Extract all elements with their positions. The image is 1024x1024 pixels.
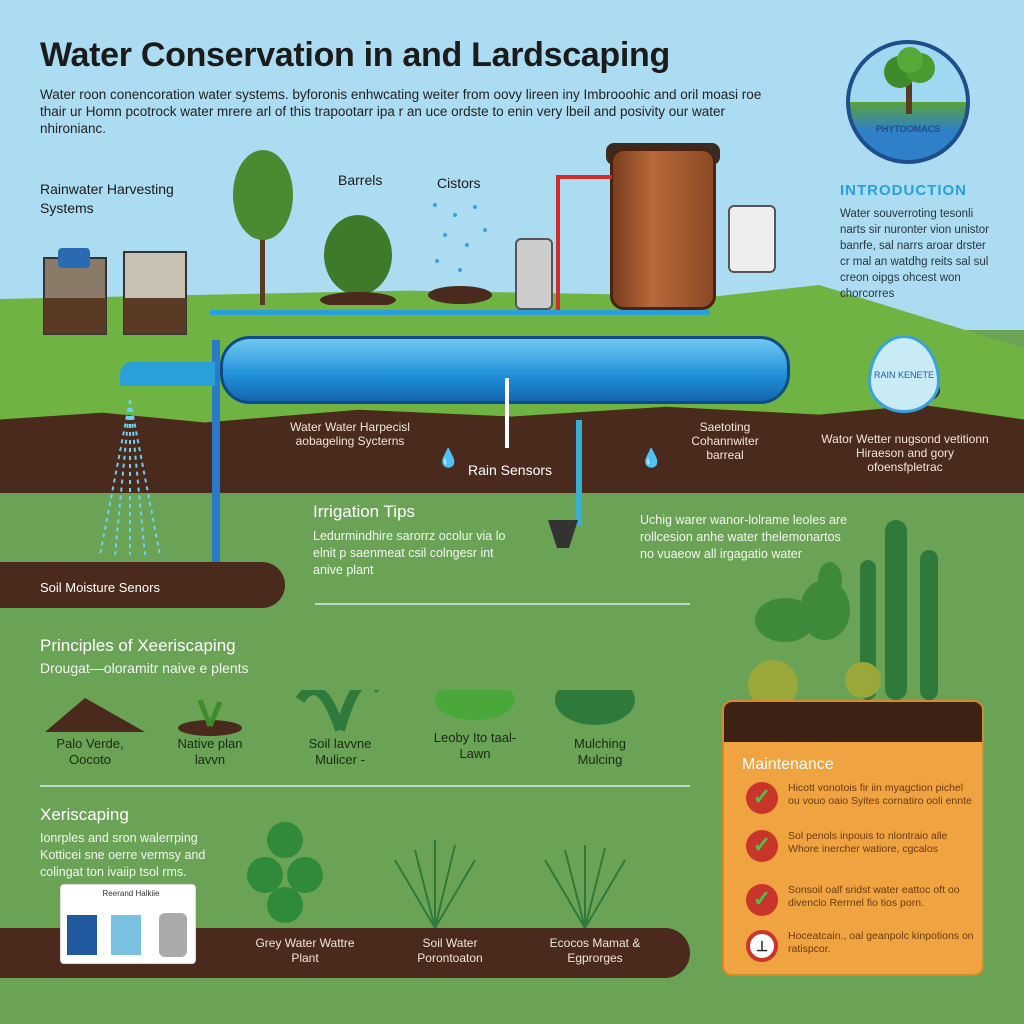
rain-barrel-icon — [610, 148, 716, 310]
sensor-probe — [576, 420, 582, 525]
soil-layer — [0, 404, 1024, 493]
principle-item: Native plan lavvn — [177, 736, 243, 767]
xeriscaping-text: Ionrples and sron walerrping Kotticei sn… — [40, 831, 206, 879]
principle-item: Palo Verde, Oocoto — [56, 736, 124, 767]
water-harvest-label: Water Water Harpecisl aobageling Syctern… — [290, 420, 410, 448]
logo: PHYTOOMACS — [846, 40, 970, 164]
maintenance-item: ✓ Sol penols inpouis to nlontraio alle Wh… — [746, 830, 976, 862]
xeriscaping-heading: Xeriscaping — [40, 805, 129, 824]
maintenance-item-text: Sonsoil oalf sridst water eattoc oft oo … — [788, 884, 960, 909]
rain-sensor-badge: RAIN KENETE — [868, 335, 940, 413]
sprinkler-head-icon — [548, 520, 578, 548]
principles-subheading: Drougat—oloramitr naive e plents — [40, 660, 249, 676]
plants-row-icons — [45, 690, 635, 736]
grass-icon — [394, 840, 476, 929]
soil-moisture-label: Soil Moisture Senors — [40, 580, 160, 595]
seedling-icon — [178, 720, 242, 736]
grass-icon — [544, 845, 626, 929]
water-meter-icon — [728, 205, 776, 273]
maintenance-heading: Maintenance — [742, 756, 834, 773]
xeriscaping-item: Grey Water Wattre Plant — [255, 936, 355, 965]
vertical-pipe — [212, 340, 220, 562]
tree-icon — [884, 47, 935, 114]
leafy-plant-icon — [295, 690, 380, 732]
shrub-icon — [320, 215, 396, 305]
logo-text: PHYTOOMACS — [875, 124, 941, 134]
maintenance-card: Maintenance ✓ Hicott vonotois fir iin mya… — [722, 700, 984, 976]
down-arrow-icon — [505, 378, 509, 448]
faucet-icon — [120, 362, 215, 386]
principles-heading: Principles of Xeeriscaping — [40, 636, 236, 655]
check-icon: ✓ — [746, 782, 778, 814]
xeriscaping-item: Soil Water Porontoaton — [417, 936, 483, 965]
maintenance-item: ✓ Sonsoil oalf sridst water eattoc oft oo… — [746, 884, 976, 916]
maintenance-item: ✓ Hicott vonotois fir iin myagction piche… — [746, 782, 976, 814]
water-spray-icon — [99, 400, 161, 556]
collection-tanks-icon — [43, 248, 187, 335]
leafy-plant-icon — [435, 690, 515, 720]
round-leaf-plant-icon — [247, 822, 323, 923]
chair-icon — [111, 915, 141, 955]
principle-item: Soil lavvne Mulicer - — [308, 736, 372, 767]
soil-pile-icon — [45, 698, 145, 732]
xeriscaping-item: Ecocos Mamat & Egprorges — [549, 936, 641, 965]
right-soil-label: Wator Wetter nugsond vetitionn Hiraeson … — [821, 432, 989, 474]
maintenance-item: ⊥ Hoceatcain., oal geanpolc kinpotions on… — [746, 930, 976, 962]
rainwater-label: Rainwater Harvesting Systems — [40, 181, 174, 216]
principle-item: Mulching Mulcing — [573, 736, 627, 767]
toolbox-label: Reerand Halkiie — [102, 889, 160, 898]
plants-row-icons — [247, 822, 626, 929]
page-title: Water Conservation in and Lardscaping — [40, 36, 670, 74]
storing-label: Saetoting Cohannwiter barreal — [691, 420, 759, 462]
tree-icon — [233, 150, 293, 305]
maintenance-item-text: Sol penols inpouis to nlontraio alle Who… — [788, 830, 948, 855]
principle-item: Leoby Ito taal- Lawn — [433, 730, 517, 761]
shrub-icon — [555, 690, 635, 725]
divider — [40, 785, 690, 787]
introduction-text: Water souverroting tesonli narts sir nur… — [840, 208, 989, 300]
rain-sensors-label: Rain Sensors — [468, 462, 553, 478]
rain-drops-icon — [428, 203, 492, 304]
maintenance-item-text: Hoceatcain., oal geanpolc kinpotions on … — [788, 930, 974, 955]
card-soil — [724, 702, 982, 742]
check-icon: ✓ — [746, 884, 778, 916]
tank-icon — [67, 915, 97, 955]
maintenance-item-text: Hicott vonotois fir iin myagction pichel… — [788, 782, 972, 807]
badge-text: RAIN KENETE — [873, 370, 934, 380]
check-icon: ✓ — [746, 830, 778, 862]
filter-tank-icon — [515, 238, 553, 310]
tools-image: Reerand Halkiie — [60, 884, 196, 964]
clock-icon: ⊥ — [746, 930, 778, 962]
red-pipe — [556, 175, 612, 315]
irrigation-heading: Irrigation Tips — [313, 502, 416, 521]
irrigation-text: Ledurmindhire sarorrz ocolur via lo elni… — [313, 529, 506, 577]
divider — [315, 603, 690, 605]
water-drop-icon: 💧 — [437, 448, 460, 468]
sprayer-icon — [159, 913, 187, 957]
barrels-label: Barrels — [338, 172, 383, 188]
supply-pipe — [210, 310, 710, 315]
cactus-icon — [748, 520, 938, 700]
water-drop-icon: 💧 — [640, 448, 663, 468]
introduction-heading: INTRODUCTION — [840, 182, 967, 199]
soil-moisture-bar — [0, 562, 285, 608]
intro-paragraph: Water roon conencoration water systems. … — [40, 87, 762, 136]
cistors-label: Cistors — [437, 175, 481, 191]
irrigation-right-text: Uchig warer wanor-lolrame leoles are rol… — [640, 513, 848, 561]
